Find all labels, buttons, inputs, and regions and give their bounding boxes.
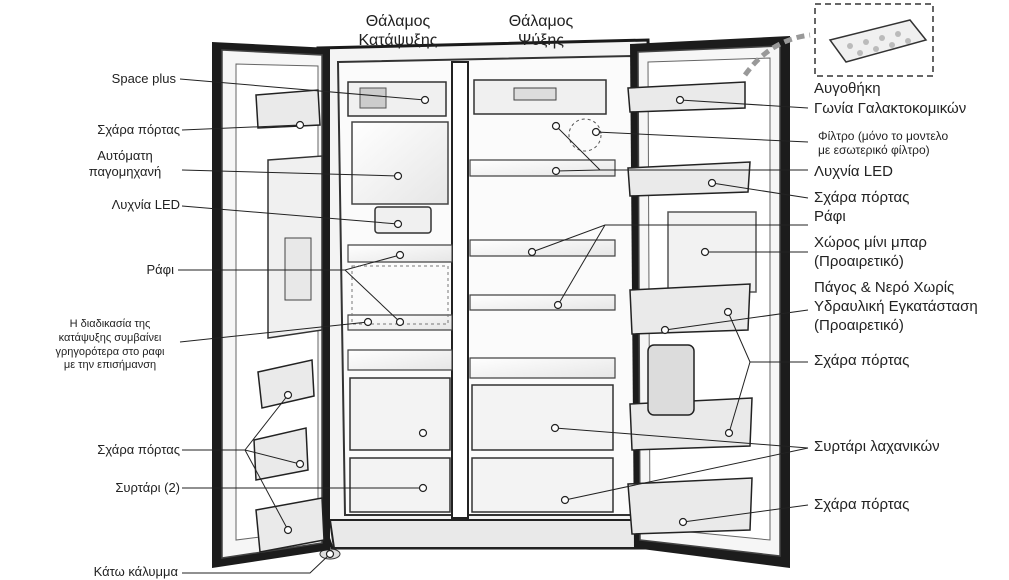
label-door-bin-right-2: Σχάρα πόρτας <box>814 352 910 369</box>
label-door-bin-right-1: Σχάρα πόρτας <box>814 189 910 206</box>
label-ice-water-line3: (Προαιρετικό) <box>814 316 904 334</box>
label-fast-freeze-note: Η διαδικασία της κατάψυξης συμβαίνει γρη… <box>40 318 180 373</box>
label-drawer: Συρτάρι (2) <box>115 480 180 495</box>
label-shelf-right: Ράφι <box>814 208 846 225</box>
label-filter-line2: με εσωτερικό φίλτρο) <box>818 142 930 157</box>
label-mini-bar-line1: Χώρος μίνι μπαρ <box>814 234 927 251</box>
label-dairy-corner: Γωνία Γαλακτοκομικών <box>814 100 967 117</box>
label-shelf-left: Ράφι <box>146 262 174 277</box>
label-crisper: Συρτάρι λαχανικών <box>814 438 940 455</box>
label-mini-bar: Χώρος μίνι μπαρ (Προαιρετικό) <box>814 234 927 272</box>
label-ice-water-line1: Πάγος & Νερό Χωρίς <box>814 279 955 296</box>
label-door-bin-right-3: Σχάρα πόρτας <box>814 496 910 513</box>
label-filter-line1: Φίλτρο (μόνο το μοντελο <box>818 129 949 143</box>
egg-tray-inset <box>742 3 934 77</box>
fridge-header-line2: Ψύξης <box>518 32 564 50</box>
label-fast-freeze-line3: γρηγορότερα στο ραφι <box>55 345 165 358</box>
label-egg-tray: Αυγοθήκη <box>814 80 881 97</box>
fridge-interior <box>469 79 616 513</box>
label-mini-bar-line2: (Προαιρετικό) <box>814 252 904 270</box>
freezer-header-line1: Θάλαμος <box>365 13 431 30</box>
label-fast-freeze-line4: με την επισήμανση <box>63 359 157 372</box>
label-fast-freeze-line2: κατάψυξης συμβαίνει <box>58 331 162 344</box>
label-filter: Φίλτρο (μόνο το μοντελο με εσωτερικό φίλ… <box>818 129 949 158</box>
label-ice-water-line2: Υδραυλική Εγκατάσταση <box>814 297 978 315</box>
label-ice-maker: Αυτόματη παγομηχανή <box>70 148 180 181</box>
leader-dots <box>283 95 734 559</box>
fridge-header: Θάλαμος Ψύξης <box>496 12 586 50</box>
freezer-header-line2: Κατάψυξης <box>358 32 438 50</box>
label-ice-maker-line1: Αυτόματη <box>97 148 153 163</box>
leader-lines <box>178 78 809 574</box>
label-door-bin-left-2: Σχάρα πόρτας <box>97 442 180 457</box>
label-bottom-cover: Κάτω κάλυμμα <box>93 564 178 579</box>
label-ice-maker-line2: παγομηχανή <box>88 164 162 180</box>
label-fast-freeze-line1: Η διαδικασία της <box>69 318 151 330</box>
label-led-lamp-right: Λυχνία LED <box>814 163 893 180</box>
label-ice-water: Πάγος & Νερό Χωρίς Υδραυλική Εγκατάσταση… <box>814 279 978 335</box>
freezer-header: Θάλαμος Κατάψυξης <box>350 12 446 50</box>
label-space-plus: Space plus <box>111 71 176 86</box>
label-door-bin-left-1: Σχάρα πόρτας <box>97 122 180 137</box>
door-bins <box>253 81 753 553</box>
label-led-lamp-left: Λυχνία LED <box>111 197 180 212</box>
fridge-header-line1: Θάλαμος <box>508 13 574 30</box>
